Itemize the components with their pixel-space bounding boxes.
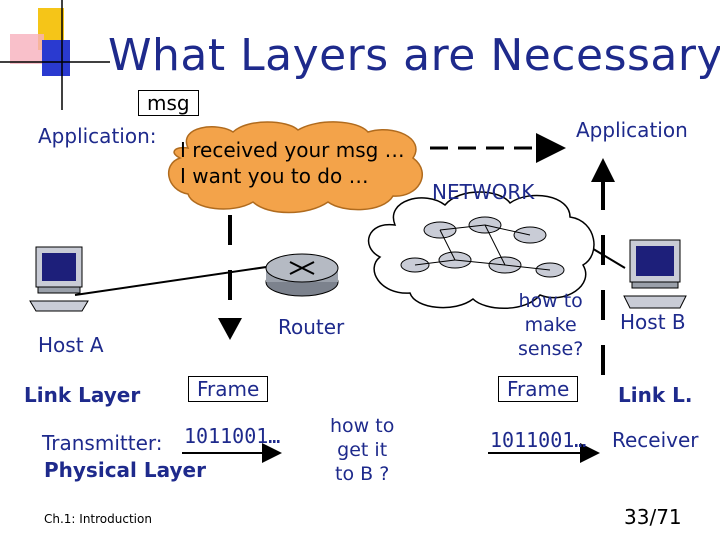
host-b-computer-icon	[623, 239, 687, 309]
cloud-line-2: I want you to do …	[180, 164, 369, 188]
message-cloud-shape	[167, 121, 424, 214]
frame-left-label: Frame	[188, 376, 269, 402]
logo-squares-icon	[0, 0, 110, 110]
cloud-line-1: I received your msg …	[180, 138, 405, 162]
application-right-label: Application	[576, 118, 688, 142]
receiver-label: Receiver	[612, 428, 699, 452]
transmitter-label: Transmitter:	[42, 431, 163, 455]
network-label: NETWORK	[432, 180, 535, 204]
router-icon	[265, 253, 339, 297]
host-b-label: Host B	[620, 310, 686, 334]
application-left-label: Application:	[38, 124, 157, 148]
host-a-label: Host A	[38, 333, 104, 357]
slide-title: What Layers are Necessary?	[108, 30, 720, 81]
network-cloud-icon	[368, 191, 595, 309]
down-arrow-left	[218, 318, 242, 340]
how-to-get-line-2: get it	[337, 439, 388, 461]
how-to-make-line-3: sense?	[518, 338, 584, 360]
how-to-make-line-1: how to	[518, 290, 583, 312]
bits-right-label: 1011001…	[490, 428, 587, 452]
how-to-get-line-3: to B ?	[335, 463, 390, 485]
link-layer-label: Link Layer	[24, 383, 141, 407]
how-to-make-sense-label: how to make sense?	[518, 289, 583, 361]
physical-layer-label: Physical Layer	[44, 458, 206, 482]
how-to-make-line-2: make	[524, 314, 577, 336]
msg-label: msg	[138, 90, 199, 116]
bits-left-label: 1011001…	[184, 424, 281, 448]
host-a-computer-icon	[29, 246, 89, 312]
link-l-label: Link L.	[618, 383, 693, 407]
how-to-get-to-b-label: how to get it to B ?	[330, 414, 394, 486]
up-arrow-right	[591, 158, 615, 182]
how-to-get-line-1: how to	[330, 415, 395, 437]
router-label: Router	[278, 315, 345, 339]
footer-label: Ch.1: Introduction	[44, 512, 152, 526]
frame-right-label: Frame	[498, 376, 579, 402]
page-number: 33/71	[624, 505, 682, 529]
